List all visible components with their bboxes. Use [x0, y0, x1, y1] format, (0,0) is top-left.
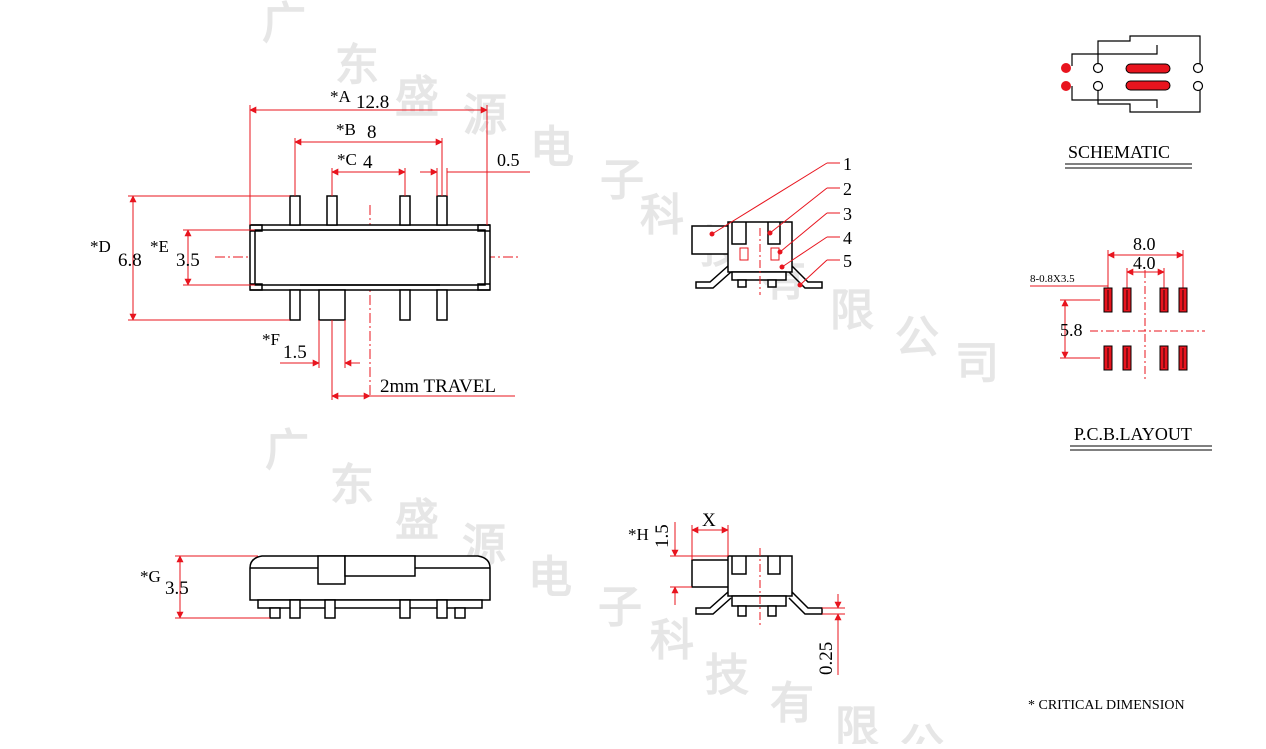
watermark-char: 公: [900, 720, 944, 744]
watermark-char: 电: [530, 122, 574, 173]
watermark-char: 限: [835, 702, 879, 744]
extension-lines: [128, 105, 488, 400]
schematic-wiring: [1071, 35, 1204, 113]
switch-body: [249, 224, 491, 291]
dim-f-label: *F: [262, 330, 280, 349]
pcb-dim-row: 5.8: [1060, 320, 1083, 340]
front-view: *G 3.5: [140, 555, 491, 619]
dim-lead: 0.25: [816, 642, 837, 675]
watermark-char: 子: [600, 155, 644, 206]
watermark-char: 公: [895, 312, 939, 363]
dim-g-label: *G: [140, 567, 161, 586]
dim-c-label: *C: [337, 150, 357, 169]
watermark-char: 广: [265, 425, 309, 476]
pcb-dim-outer: 8.0: [1133, 234, 1156, 254]
top-view: *A 12.8 *B 8 *C 4 0.5 *D 6.8 *E 3.5 *F 1…: [90, 87, 530, 400]
front-dimension: [175, 555, 270, 619]
watermark-char: 东: [330, 460, 374, 511]
watermark-char: 子: [598, 582, 642, 633]
pcb-layout-title: P.C.B.LAYOUT: [1074, 424, 1192, 444]
watermark-char: 电: [528, 552, 572, 603]
dim-b-value: 8: [367, 122, 377, 143]
end-body: [691, 555, 823, 617]
schematic-title: SCHEMATIC: [1068, 142, 1170, 162]
watermark-char: 有: [770, 678, 814, 729]
dim-f-value: 1.5: [283, 342, 307, 363]
side-view: 1 2 3 4 5: [691, 154, 852, 295]
end-dimensions: [670, 522, 845, 675]
schematic-contacts: [1061, 63, 1170, 91]
pad-note: 8-0.8X3.5: [1030, 273, 1075, 285]
watermark-char: 科: [640, 190, 684, 241]
watermark-char: 限: [830, 285, 874, 336]
dim-d-value: 6.8: [118, 250, 142, 271]
watermark-char: 源: [463, 90, 507, 141]
dim-c-value: 4: [363, 152, 373, 173]
dim-a-label: *A: [330, 87, 352, 106]
callout-5: 5: [843, 251, 852, 271]
watermark-char: 技: [705, 650, 749, 701]
pcb-dim-inner: 4.0: [1133, 253, 1156, 273]
dim-a-value: 12.8: [356, 92, 389, 113]
dim-h-value: 1.5: [652, 524, 673, 548]
watermark-char: 广: [262, 0, 306, 49]
travel-label: 2mm TRAVEL: [380, 376, 496, 397]
dim-b-label: *B: [336, 120, 356, 139]
callout-leaders: [711, 162, 840, 286]
callout-1: 1: [843, 154, 852, 174]
schematic: SCHEMATIC: [1061, 35, 1204, 169]
dim-e-label: *E: [150, 237, 169, 256]
callout-4: 4: [843, 228, 852, 248]
callout-2: 2: [843, 179, 852, 199]
pcb-dimension-lines: [1030, 250, 1205, 380]
dim-x: X: [702, 510, 716, 531]
dim-d-label: *D: [90, 237, 111, 256]
end-view: *H 1.5 X 0.25: [628, 510, 845, 675]
watermark-char: 盛: [395, 495, 439, 546]
dim-h-label: *H: [628, 525, 649, 544]
watermark-char: 东: [335, 40, 379, 91]
dimension-lines: [129, 106, 530, 400]
pcb-pads: [1103, 287, 1188, 371]
pcb-layout: 8-0.8X3.5 8.0 4.0 5.8 P.C.B.LAYOUT: [1030, 234, 1212, 451]
callout-3: 3: [843, 204, 852, 224]
dim-pin-width: 0.5: [497, 150, 520, 170]
watermark-char: 科: [650, 615, 694, 666]
critical-dimension-note: * CRITICAL DIMENSION: [1028, 698, 1185, 713]
front-body: [249, 555, 491, 619]
watermark-char: 司: [955, 338, 999, 389]
dim-g-value: 3.5: [165, 578, 189, 599]
callout-dots: [709, 230, 803, 288]
dim-e-value: 3.5: [176, 250, 200, 271]
watermark-char: 盛: [395, 72, 439, 123]
